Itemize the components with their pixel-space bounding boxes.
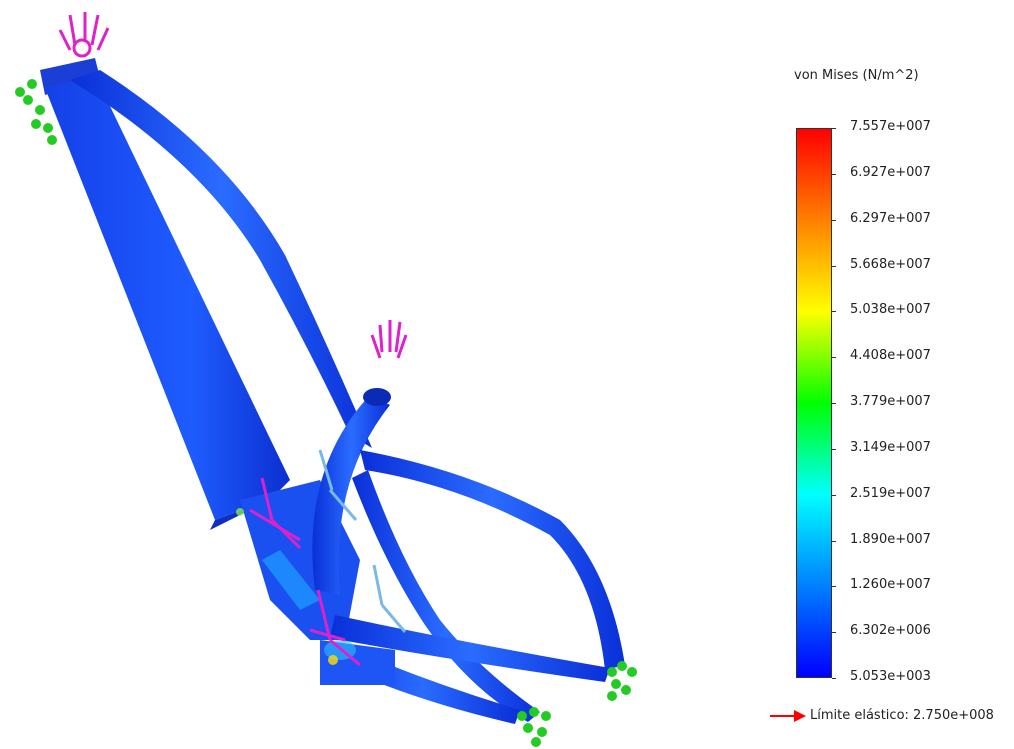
load-marker-light-blue[interactable] bbox=[318, 449, 407, 633]
legend-tick-label: 1.890e+007 bbox=[850, 531, 931, 547]
legend-tick-label: 5.038e+007 bbox=[850, 302, 931, 318]
legend-tick-label: 6.927e+007 bbox=[850, 164, 931, 180]
legend-tick-mark bbox=[832, 586, 836, 588]
legend-title: von Mises (N/m^2) bbox=[794, 68, 919, 83]
legend-tick-label: 1.260e+007 bbox=[850, 577, 931, 593]
legend-tick-mark bbox=[832, 494, 836, 496]
yield-arrow-icon bbox=[770, 709, 806, 722]
load-marker-seat-tube-top[interactable] bbox=[370, 320, 408, 359]
legend-tick-label: 4.408e+007 bbox=[850, 348, 931, 364]
legend-tick-mark bbox=[832, 632, 836, 634]
legend-tick-mark bbox=[832, 128, 836, 129]
stress-legend: von Mises (N/m^2) 7.557e+007 6.927e+007 6.… bbox=[770, 60, 1010, 740]
yield-strength-indicator: Límite elástico: 2.750e+008 bbox=[770, 708, 994, 723]
fixture-marker-head-tube[interactable] bbox=[15, 79, 57, 145]
fixture-marker-dropout-lower[interactable] bbox=[517, 707, 551, 747]
stress-colorbar bbox=[796, 128, 832, 678]
legend-tick-mark bbox=[832, 357, 836, 359]
legend-tick-mark bbox=[832, 403, 836, 404]
legend-tick-mark bbox=[832, 448, 836, 450]
yield-strength-label: Límite elástico: 2.750e+008 bbox=[810, 708, 994, 723]
stress-plot-viewport[interactable] bbox=[0, 0, 760, 749]
legend-tick-label: 5.053e+003 bbox=[850, 669, 931, 684]
fixture-marker-dropout-upper[interactable] bbox=[607, 661, 637, 701]
legend-tick-mark bbox=[832, 540, 836, 542]
legend-tick-label: 7.557e+007 bbox=[850, 119, 931, 134]
load-marker-head-tube[interactable] bbox=[58, 12, 110, 58]
legend-tick-label: 3.779e+007 bbox=[850, 394, 931, 409]
legend-tick-mark bbox=[832, 173, 836, 175]
legend-tick-label: 3.149e+007 bbox=[850, 439, 931, 455]
legend-tick-label: 6.302e+006 bbox=[850, 623, 931, 639]
legend-tick-mark bbox=[832, 265, 836, 267]
legend-tick-mark bbox=[832, 678, 836, 679]
legend-tick-mark bbox=[832, 219, 836, 221]
legend-tick-label: 5.668e+007 bbox=[850, 256, 931, 272]
bike-frame-mesh bbox=[40, 58, 625, 724]
load-marker-bottom-bracket[interactable] bbox=[249, 477, 361, 667]
legend-tick-label: 6.297e+007 bbox=[850, 210, 931, 226]
legend-tick-label: 2.519e+007 bbox=[850, 485, 931, 501]
legend-tick-mark bbox=[832, 311, 836, 313]
